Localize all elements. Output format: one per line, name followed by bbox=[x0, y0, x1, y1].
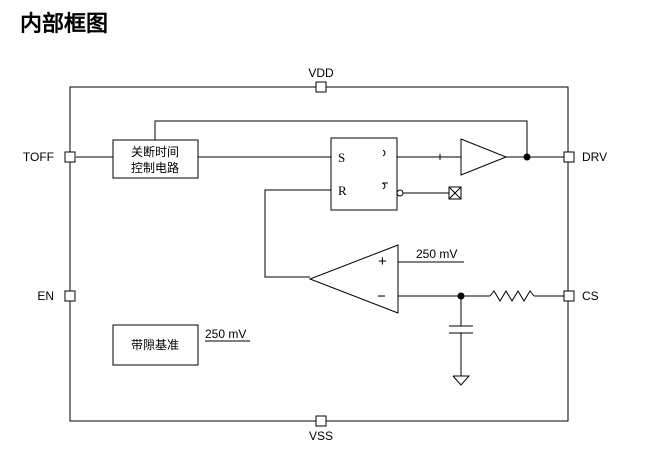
pin-cs-label: CS bbox=[582, 289, 599, 303]
bandgap-ref-label: 250 mV bbox=[205, 327, 246, 341]
latch-q-mark bbox=[382, 149, 386, 157]
pin-drv bbox=[563, 151, 575, 163]
latch-qb-mark bbox=[382, 182, 386, 190]
driver-buffer bbox=[460, 138, 508, 176]
pin-toff bbox=[64, 151, 76, 163]
pin-vdd bbox=[315, 81, 327, 93]
pin-en-label: EN bbox=[37, 289, 54, 303]
comparator bbox=[308, 244, 399, 314]
pin-en bbox=[64, 290, 76, 302]
chip-outline bbox=[69, 86, 569, 422]
bandgap-label: 带隙基准 bbox=[131, 338, 179, 352]
ground-symbol bbox=[452, 375, 471, 386]
comparator-to-r-wire bbox=[264, 189, 331, 278]
comparator-ref-label: 250 mV bbox=[416, 247, 457, 261]
pin-toff-label: TOFF bbox=[23, 150, 54, 164]
pin-vdd-label: VDD bbox=[308, 66, 334, 80]
resistor bbox=[489, 290, 535, 302]
pin-vss-label: VSS bbox=[309, 429, 333, 443]
toff-control-label-2: 控制电路 bbox=[131, 160, 179, 175]
pin-vss bbox=[315, 415, 327, 427]
feedback-wire bbox=[154, 120, 528, 157]
toff-control-block bbox=[112, 139, 199, 179]
latch-r-label: R bbox=[338, 183, 347, 198]
toff-control-label-1: 关断时间 bbox=[131, 144, 179, 159]
page-title: 内部框图 bbox=[20, 11, 108, 37]
latch-s-label: S bbox=[338, 150, 345, 165]
drv-junction bbox=[523, 153, 531, 161]
sr-latch bbox=[330, 137, 398, 211]
comparator-minus: − bbox=[377, 288, 386, 305]
comparator-plus: + bbox=[378, 253, 387, 270]
pin-cs bbox=[563, 290, 575, 302]
bandgap-block bbox=[112, 324, 199, 366]
qb-bubble bbox=[396, 189, 404, 197]
pin-drv-label: DRV bbox=[582, 150, 607, 164]
